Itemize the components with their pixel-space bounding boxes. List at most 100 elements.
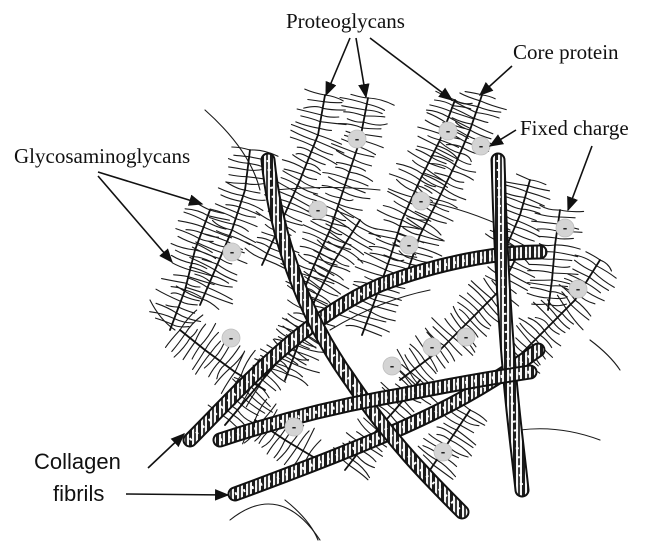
gag-chain: [397, 180, 415, 192]
fixed-charge-7: -: [556, 219, 574, 237]
charge-sign: -: [419, 195, 424, 208]
gag-chain: [560, 210, 584, 212]
gag-chain: [344, 112, 365, 116]
gag-chain: [384, 220, 400, 227]
arrow-fixed-charge-2: [568, 146, 592, 210]
gag-chain: [205, 332, 219, 350]
gag-chain: [186, 230, 201, 233]
gag-chain: [196, 354, 210, 375]
label-fibrils: fibrils: [53, 481, 104, 506]
gag-chain: [482, 95, 495, 99]
gag-chain: [171, 293, 183, 296]
fixed-charge-6: -: [400, 236, 418, 254]
gag-chain: [351, 166, 365, 171]
gag-chain: [326, 193, 341, 198]
gag-chain: [474, 118, 488, 122]
gag-chain: [413, 160, 426, 168]
gag-chain: [388, 264, 407, 269]
gag-chain: [368, 98, 394, 105]
gag-chain: [528, 271, 553, 273]
fixed-charge-11: -: [457, 328, 475, 346]
gag-chain: [550, 298, 566, 299]
gag-chain: [362, 128, 381, 129]
gag-chain: [343, 191, 370, 198]
gag-chain: [234, 224, 248, 231]
gag-chain: [369, 247, 392, 252]
gag-chain: [281, 178, 297, 186]
gag-chain: [342, 249, 363, 264]
gag-chain: [200, 324, 216, 347]
gag-chain: [296, 154, 309, 158]
glycosaminoglycan-chains: [150, 89, 620, 540]
gag-chain: [349, 465, 368, 480]
gag-chain: [292, 125, 319, 136]
gag-chain: [305, 169, 321, 175]
charge-sign: -: [390, 360, 395, 373]
gag-chain: [428, 136, 440, 140]
gag-chain: [243, 196, 265, 201]
gag-chain: [518, 221, 540, 231]
gag-chain: [190, 330, 197, 339]
gag-chain: [239, 207, 259, 215]
gag-chain: [377, 294, 401, 300]
gag-chain: [309, 440, 321, 455]
gag-chain: [305, 89, 325, 95]
gag-chain: [347, 179, 368, 186]
gag-chain: [551, 286, 567, 287]
arrow-collagen-2: [126, 494, 228, 495]
label-fixed-charge: Fixed charge: [520, 116, 629, 140]
gag-chain: [293, 155, 307, 163]
charge-sign: -: [479, 140, 484, 153]
gag-chain: [365, 116, 385, 117]
matrix-strand: [230, 504, 320, 540]
gag-chain: [511, 267, 534, 277]
matrix-strand: [285, 500, 318, 540]
gag-chain: [187, 283, 200, 287]
gag-chain: [183, 296, 200, 301]
gag-chain: [322, 115, 339, 117]
gag-chain: [426, 223, 441, 235]
gag-chain: [416, 247, 442, 256]
gag-chain: [215, 270, 237, 281]
matrix-strand: [520, 429, 600, 440]
gag-chain: [366, 110, 383, 114]
gag-chain: [566, 309, 583, 330]
gag-chain: [255, 399, 267, 420]
gag-chain: [328, 177, 345, 185]
gag-chain: [432, 318, 453, 337]
gag-chain: [409, 348, 420, 365]
gag-chain: [171, 287, 185, 290]
gag-chain: [234, 155, 249, 157]
charge-sign: -: [576, 283, 581, 296]
gag-chain: [425, 361, 436, 373]
charge-sign: -: [292, 421, 297, 434]
label-proteoglycans: Proteoglycans: [286, 9, 405, 33]
gag-chain: [238, 213, 256, 217]
label-glycosaminoglycans: Glycosaminoglycans: [14, 144, 190, 168]
gag-chain: [174, 275, 189, 277]
gag-chain: [571, 304, 589, 320]
gag-chain: [388, 189, 412, 197]
gag-chain: [337, 162, 352, 165]
core-protein-15: [505, 180, 530, 250]
gag-chain: [257, 237, 272, 242]
arrow-proteoglycans-2: [356, 38, 366, 97]
gag-chain: [323, 173, 347, 179]
matrix-strand: [590, 340, 620, 370]
gag-chain: [484, 278, 496, 294]
gag-chain: [447, 183, 463, 190]
gag-chain: [586, 252, 600, 260]
gag-chain: [206, 221, 226, 229]
gag-chain: [589, 277, 608, 290]
gag-chain: [342, 106, 366, 110]
gag-chain: [346, 325, 364, 329]
gag-chain: [593, 271, 614, 287]
gag-chain: [529, 264, 553, 266]
gag-chain: [354, 305, 371, 312]
charge-sign: -: [230, 246, 235, 259]
gag-chain: [517, 174, 531, 180]
gag-chain: [354, 159, 372, 166]
label-core-protein: Core protein: [513, 40, 619, 64]
gag-chain: [174, 338, 190, 357]
gag-chain: [303, 225, 327, 236]
